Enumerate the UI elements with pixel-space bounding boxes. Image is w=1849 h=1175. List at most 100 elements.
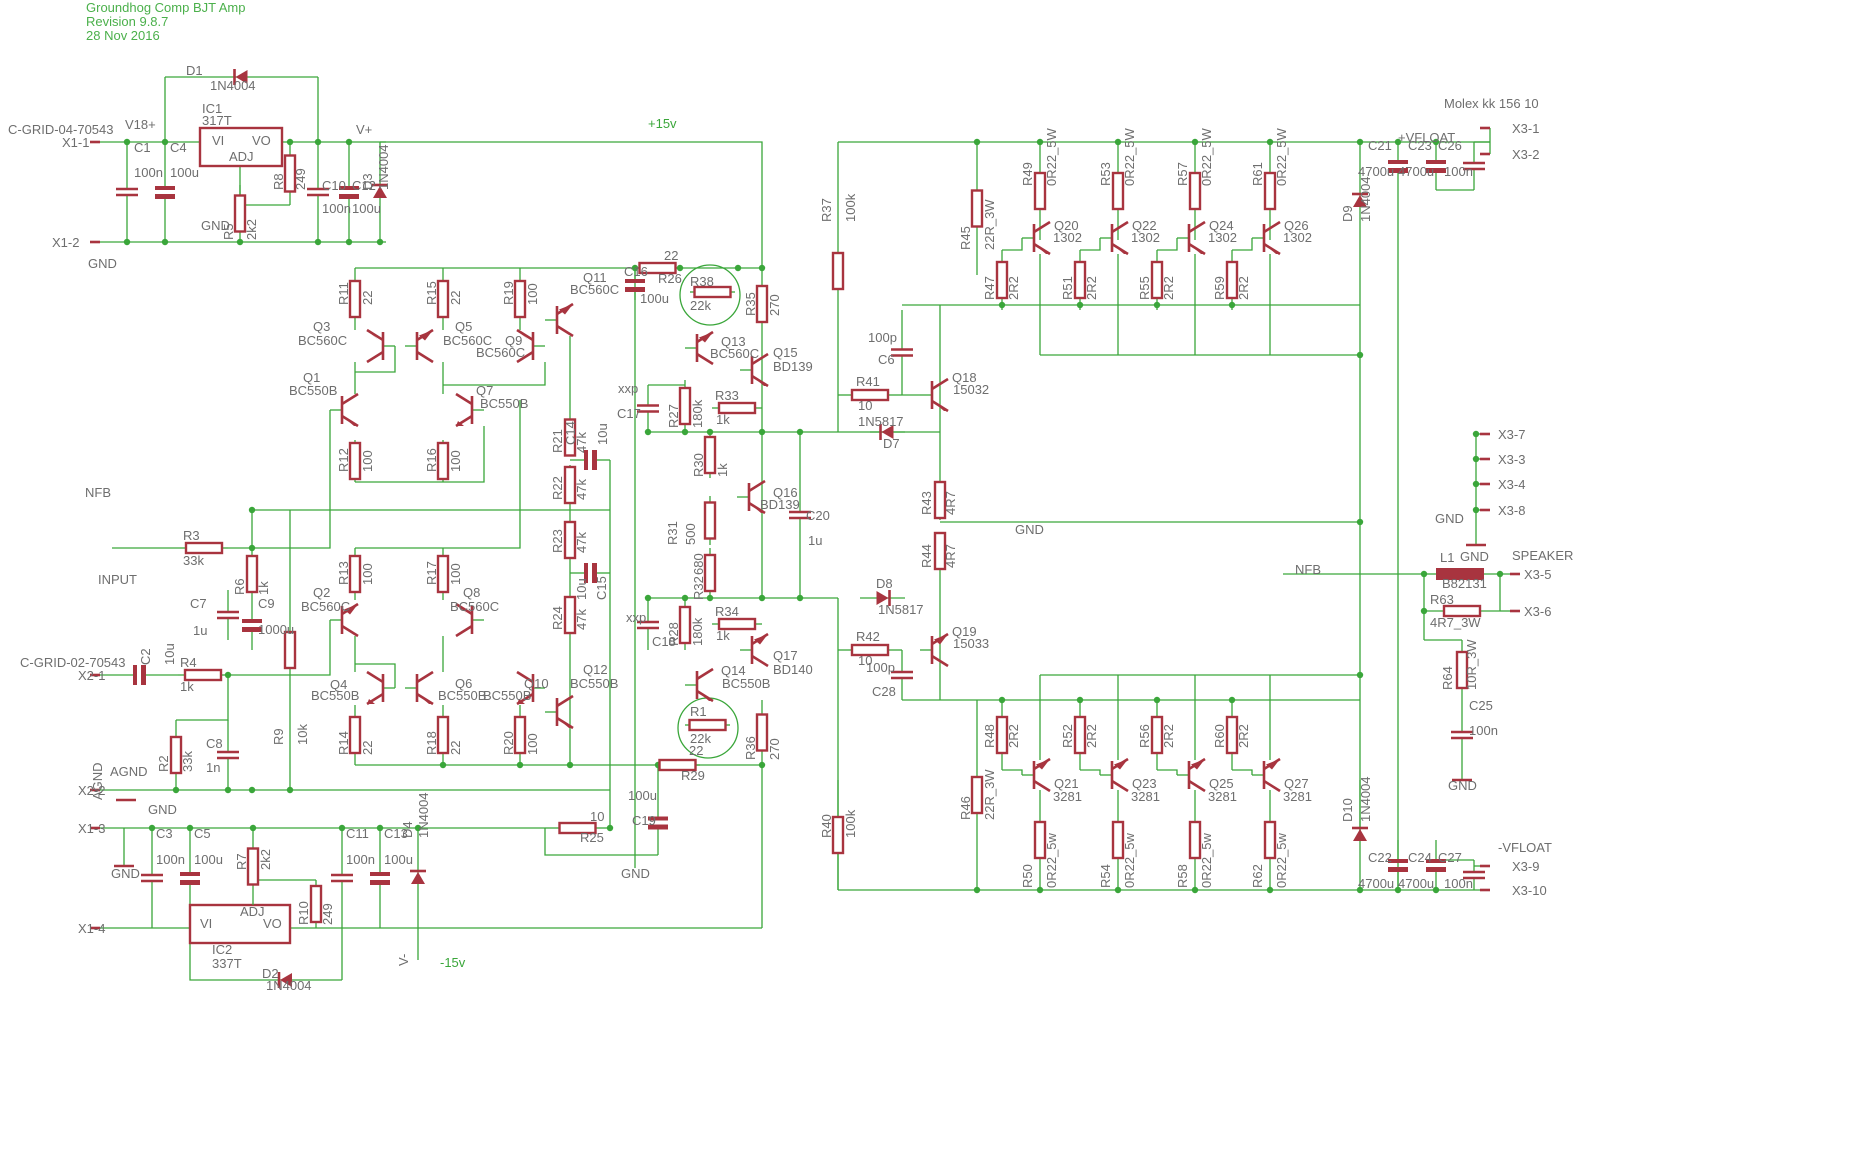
- pin-x3-7: X3-7: [1498, 427, 1525, 442]
- ref-ic1: IC1: [202, 101, 222, 116]
- svg-text:VO: VO: [252, 133, 271, 148]
- ref-r52: R52: [1060, 724, 1075, 748]
- resistor-r53: [1111, 142, 1125, 240]
- ref-q26: Q26: [1284, 218, 1309, 233]
- resistor-r41: [838, 388, 902, 402]
- resistor-r11: [348, 268, 362, 330]
- resistor-r32: [703, 548, 717, 598]
- value-r57: 0R22_5W: [1199, 127, 1214, 186]
- transistor-q12: [545, 694, 574, 730]
- resistor-r55: [1150, 250, 1164, 310]
- ref-r46: R46: [958, 796, 973, 820]
- resistor-r61: [1263, 142, 1277, 240]
- pin-x1-3: X1-3: [78, 821, 105, 836]
- ref-q10: Q10: [524, 676, 549, 691]
- value-d10: 1N4004: [1358, 776, 1373, 822]
- value-r43: 4R7: [943, 491, 958, 515]
- value-r34: 1k: [716, 628, 730, 643]
- resistor-r40: [831, 780, 845, 890]
- ref-d2: D2: [262, 966, 279, 981]
- value-d4: 1N4004: [416, 792, 431, 838]
- value-d1: 1N4004: [210, 78, 256, 93]
- value-c21: 4700u: [1358, 164, 1394, 179]
- ref-c22: C22: [1368, 850, 1392, 865]
- diode-d7: [870, 424, 905, 440]
- resistor-r37: [831, 142, 845, 400]
- net-vminus: V-: [396, 954, 411, 966]
- net-gnd-x1: GND: [88, 256, 117, 271]
- value-r27: 180k: [690, 399, 705, 428]
- value-c22: 4700u: [1358, 876, 1394, 891]
- ref-c21: C21: [1368, 138, 1392, 153]
- value-r20: 100: [525, 733, 540, 755]
- ref-d4: D4: [400, 821, 415, 838]
- ref-c3: C3: [156, 826, 173, 841]
- value-c15: 10u: [574, 578, 589, 600]
- title-revision: Revision 9.8.7: [86, 14, 168, 29]
- value-q7: BC550B: [480, 396, 528, 411]
- resistor-r10: [309, 880, 323, 928]
- ref-d7: D7: [883, 436, 900, 451]
- value-r13: 100: [360, 563, 375, 585]
- ref-c6: C6: [878, 352, 895, 367]
- net-agnd-vert: AGND: [90, 762, 105, 800]
- diode-d3: [372, 142, 388, 242]
- value-c10: 100n: [322, 201, 351, 216]
- connector-1-label: C-GRID-04-70543: [8, 122, 114, 137]
- transistor-q22: [1100, 220, 1129, 256]
- wire: [1080, 769, 1101, 775]
- resistor-r25: [545, 821, 610, 835]
- junction-dot: [1356, 351, 1364, 359]
- value-r23: 47k: [574, 532, 589, 553]
- value-ic2: 337T: [212, 956, 242, 971]
- ref-c13: C13: [384, 826, 408, 841]
- value-r31: 500: [683, 523, 698, 545]
- ref-c5: C5: [194, 826, 211, 841]
- ref-q11: Q11: [583, 270, 607, 285]
- ref-q7: Q7: [476, 383, 493, 398]
- value-q15: BD139: [773, 359, 813, 374]
- value-r22: 47k: [574, 479, 589, 500]
- resistor-r17: [436, 548, 450, 600]
- diode-d1: [165, 69, 318, 85]
- ref-q5: Q5: [455, 319, 472, 334]
- value-c18: xxp: [626, 610, 646, 625]
- resistor-r35: [755, 268, 769, 340]
- value-r18: 22: [448, 741, 463, 755]
- capacitor-c22: [1388, 840, 1408, 890]
- value-c20: 1u: [808, 533, 822, 548]
- resistor-r51: [1073, 250, 1087, 310]
- value-d3: 1N4004: [376, 144, 391, 190]
- ref-q18: Q18: [952, 370, 977, 385]
- resistor-r9: [283, 510, 297, 790]
- value-r10: 249: [320, 903, 335, 925]
- transistor-q4: [366, 670, 395, 706]
- junction-dot: [758, 594, 766, 602]
- resistor-r27: [678, 380, 692, 432]
- value-d8: 1N5817: [878, 602, 924, 617]
- ref-r18: R18: [424, 731, 439, 755]
- ref-c10: C10: [322, 178, 346, 193]
- diode-d4: [410, 828, 426, 928]
- ref-r40: R40: [819, 814, 834, 838]
- ref-c16: C16: [624, 264, 648, 279]
- pin-x3-1: X3-1: [1512, 121, 1539, 136]
- value-l1: B82131: [1442, 576, 1487, 591]
- transistor-q18: [920, 377, 949, 413]
- ref-q25: Q25: [1209, 776, 1234, 791]
- ref-r57: R57: [1175, 162, 1190, 186]
- ref-r26: R26: [658, 271, 682, 286]
- pin-x3-2: X3-2: [1512, 147, 1539, 162]
- ref-r63: R63: [1430, 592, 1454, 607]
- value-r49: 0R22_5W: [1044, 127, 1059, 186]
- ref-r47: R47: [982, 276, 997, 300]
- ref-c2: C2: [138, 648, 153, 665]
- transistor-q9: [516, 328, 545, 364]
- ref-r58: R58: [1175, 864, 1190, 888]
- value-c26: 100n: [1444, 164, 1473, 179]
- value-r14: 22: [360, 741, 375, 755]
- net-input: INPUT: [98, 572, 137, 587]
- value-q13: BC560C: [710, 346, 759, 361]
- ref-l1: L1: [1440, 550, 1454, 565]
